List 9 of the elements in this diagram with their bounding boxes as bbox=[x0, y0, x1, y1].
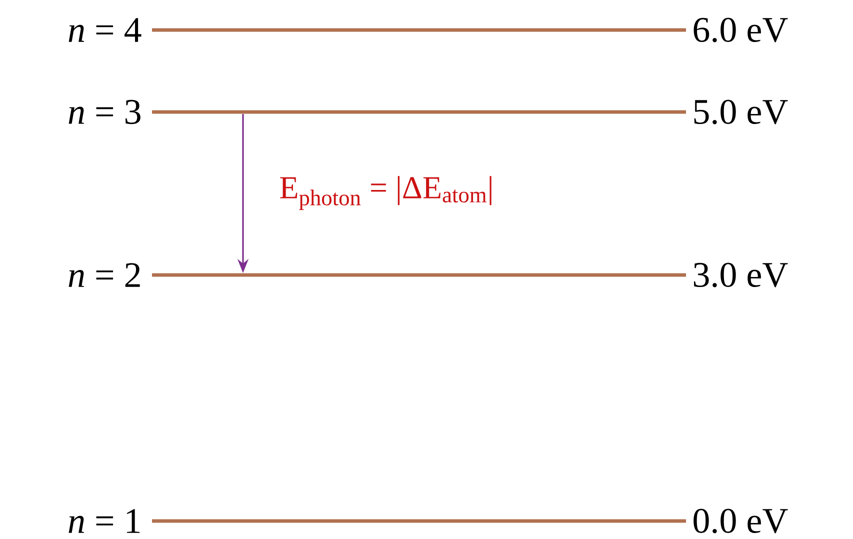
level-label: n = 1 bbox=[68, 509, 140, 533]
edge-label: E$_{photon}$ = |ΔE$_{atom}$| bbox=[280, 176, 492, 210]
energy-value: 0.0 eV bbox=[694, 508, 788, 534]
level-label: n = 4 bbox=[68, 18, 142, 42]
energy-value: 6.0 eV bbox=[694, 18, 788, 42]
level-label: n = 3 bbox=[68, 100, 140, 124]
energy-value: 5.0 eV bbox=[694, 100, 788, 124]
energy-value: 3.0 eV bbox=[694, 262, 788, 288]
level-label: n = 2 bbox=[68, 263, 140, 287]
